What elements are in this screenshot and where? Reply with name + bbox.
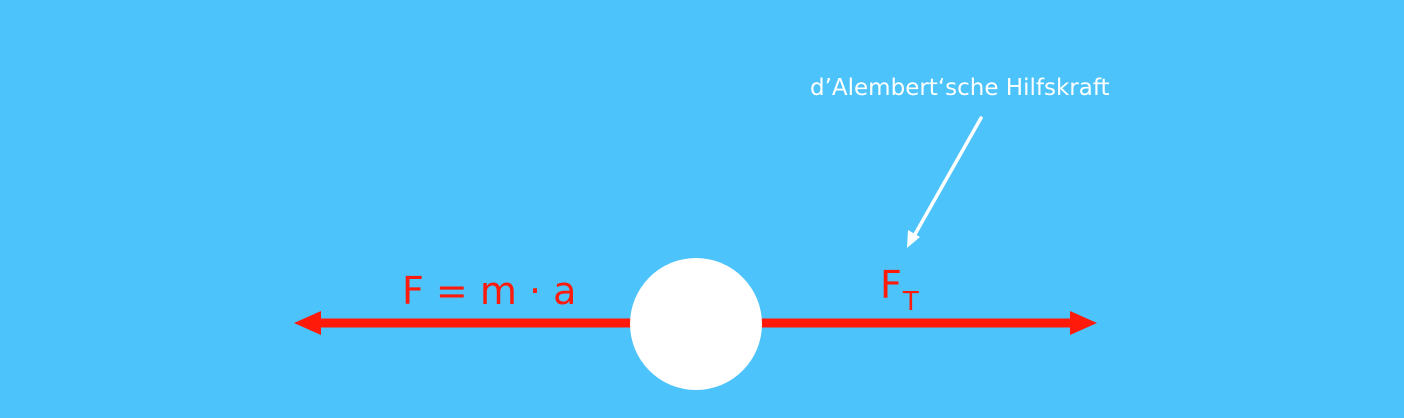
inertial-force-symbol: F bbox=[880, 263, 902, 307]
newton-formula-label: F = m · a bbox=[402, 269, 577, 313]
inertial-force-label: FT bbox=[880, 263, 919, 315]
dalembert-label: d’Alembert‘sche Hilfskraft bbox=[810, 75, 1110, 101]
inertial-force-subscript: T bbox=[902, 287, 919, 317]
right-force-arrowhead bbox=[1070, 311, 1097, 335]
mass-ball bbox=[630, 258, 762, 390]
annotation-pointer-shaft bbox=[912, 116, 983, 238]
left-force-arrowhead bbox=[294, 311, 321, 335]
annotation-pointer-head bbox=[907, 230, 920, 248]
